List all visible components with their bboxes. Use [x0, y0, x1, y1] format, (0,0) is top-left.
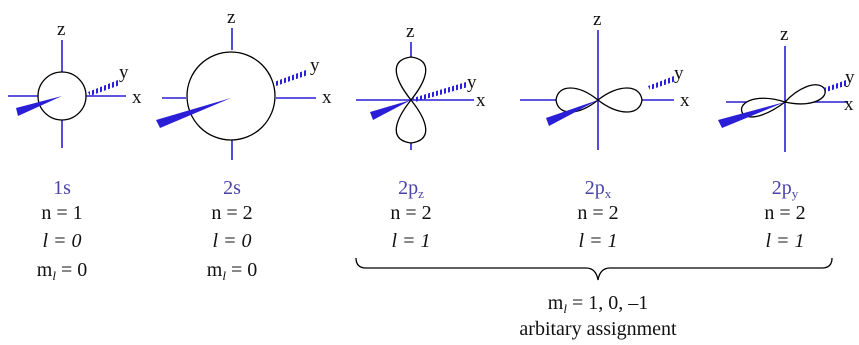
lobe-back	[785, 85, 825, 104]
magnetic-number-1s: ml = 0	[37, 259, 87, 283]
orbital-2py-figure: z y x	[718, 24, 855, 152]
angular-number-2py: l = 1	[765, 230, 804, 252]
z-label: z	[57, 19, 65, 40]
angular-number-2px: l = 1	[578, 230, 617, 252]
z-label: z	[406, 21, 414, 42]
s-orbital-sphere	[187, 52, 275, 140]
lobe-bottom	[396, 100, 425, 143]
z-label: z	[780, 24, 788, 45]
quantum-number-labels: 1s n = 1 l = 0 ml = 0 2s n = 2 l = 0 ml …	[37, 177, 806, 283]
orbital-name-2s: 2s	[223, 177, 241, 199]
x-label: x	[844, 94, 854, 115]
orbital-name-2px: 2px	[585, 177, 612, 201]
angular-number-2pz: l = 1	[391, 230, 430, 252]
y-label: y	[845, 67, 855, 88]
z-label: z	[227, 7, 235, 28]
x-label: x	[322, 87, 332, 108]
principal-number-1s: n = 1	[41, 202, 82, 224]
y-label: y	[310, 55, 320, 76]
z-label: z	[593, 9, 601, 30]
x-label: x	[680, 90, 690, 111]
principal-number-2px: n = 2	[577, 202, 618, 224]
y-axis-back	[648, 76, 676, 90]
orbital-2pz-figure: z y x	[356, 21, 486, 150]
principal-number-2s: n = 2	[211, 202, 252, 224]
x-label: x	[476, 90, 486, 111]
lobe-top	[396, 57, 425, 100]
orbital-2px-figure: z y x	[520, 9, 690, 150]
brace	[356, 258, 832, 280]
orbital-1s-figure: z y x	[8, 19, 142, 148]
principal-number-2py: n = 2	[764, 202, 805, 224]
magnetic-number-footer: ml = 1, 0, –1	[548, 292, 648, 316]
y-label: y	[674, 63, 684, 84]
y-axis-back	[88, 80, 120, 96]
orbital-name-1s: 1s	[53, 177, 71, 199]
x-label: x	[132, 87, 142, 108]
y-label: y	[119, 62, 129, 83]
orbital-2s-figure: z y x	[156, 7, 332, 160]
angular-number-1s: l = 0	[42, 230, 81, 252]
orbital-name-2py: 2py	[772, 177, 799, 201]
orbital-name-2pz: 2pz	[398, 177, 424, 201]
lobe-right	[598, 88, 642, 112]
footer-note: arbitary assignment	[519, 318, 677, 340]
angular-number-2s: l = 0	[212, 230, 251, 252]
magnetic-number-2s: ml = 0	[207, 259, 257, 283]
y-axis-back	[274, 70, 308, 86]
principal-number-2pz: n = 2	[390, 202, 431, 224]
